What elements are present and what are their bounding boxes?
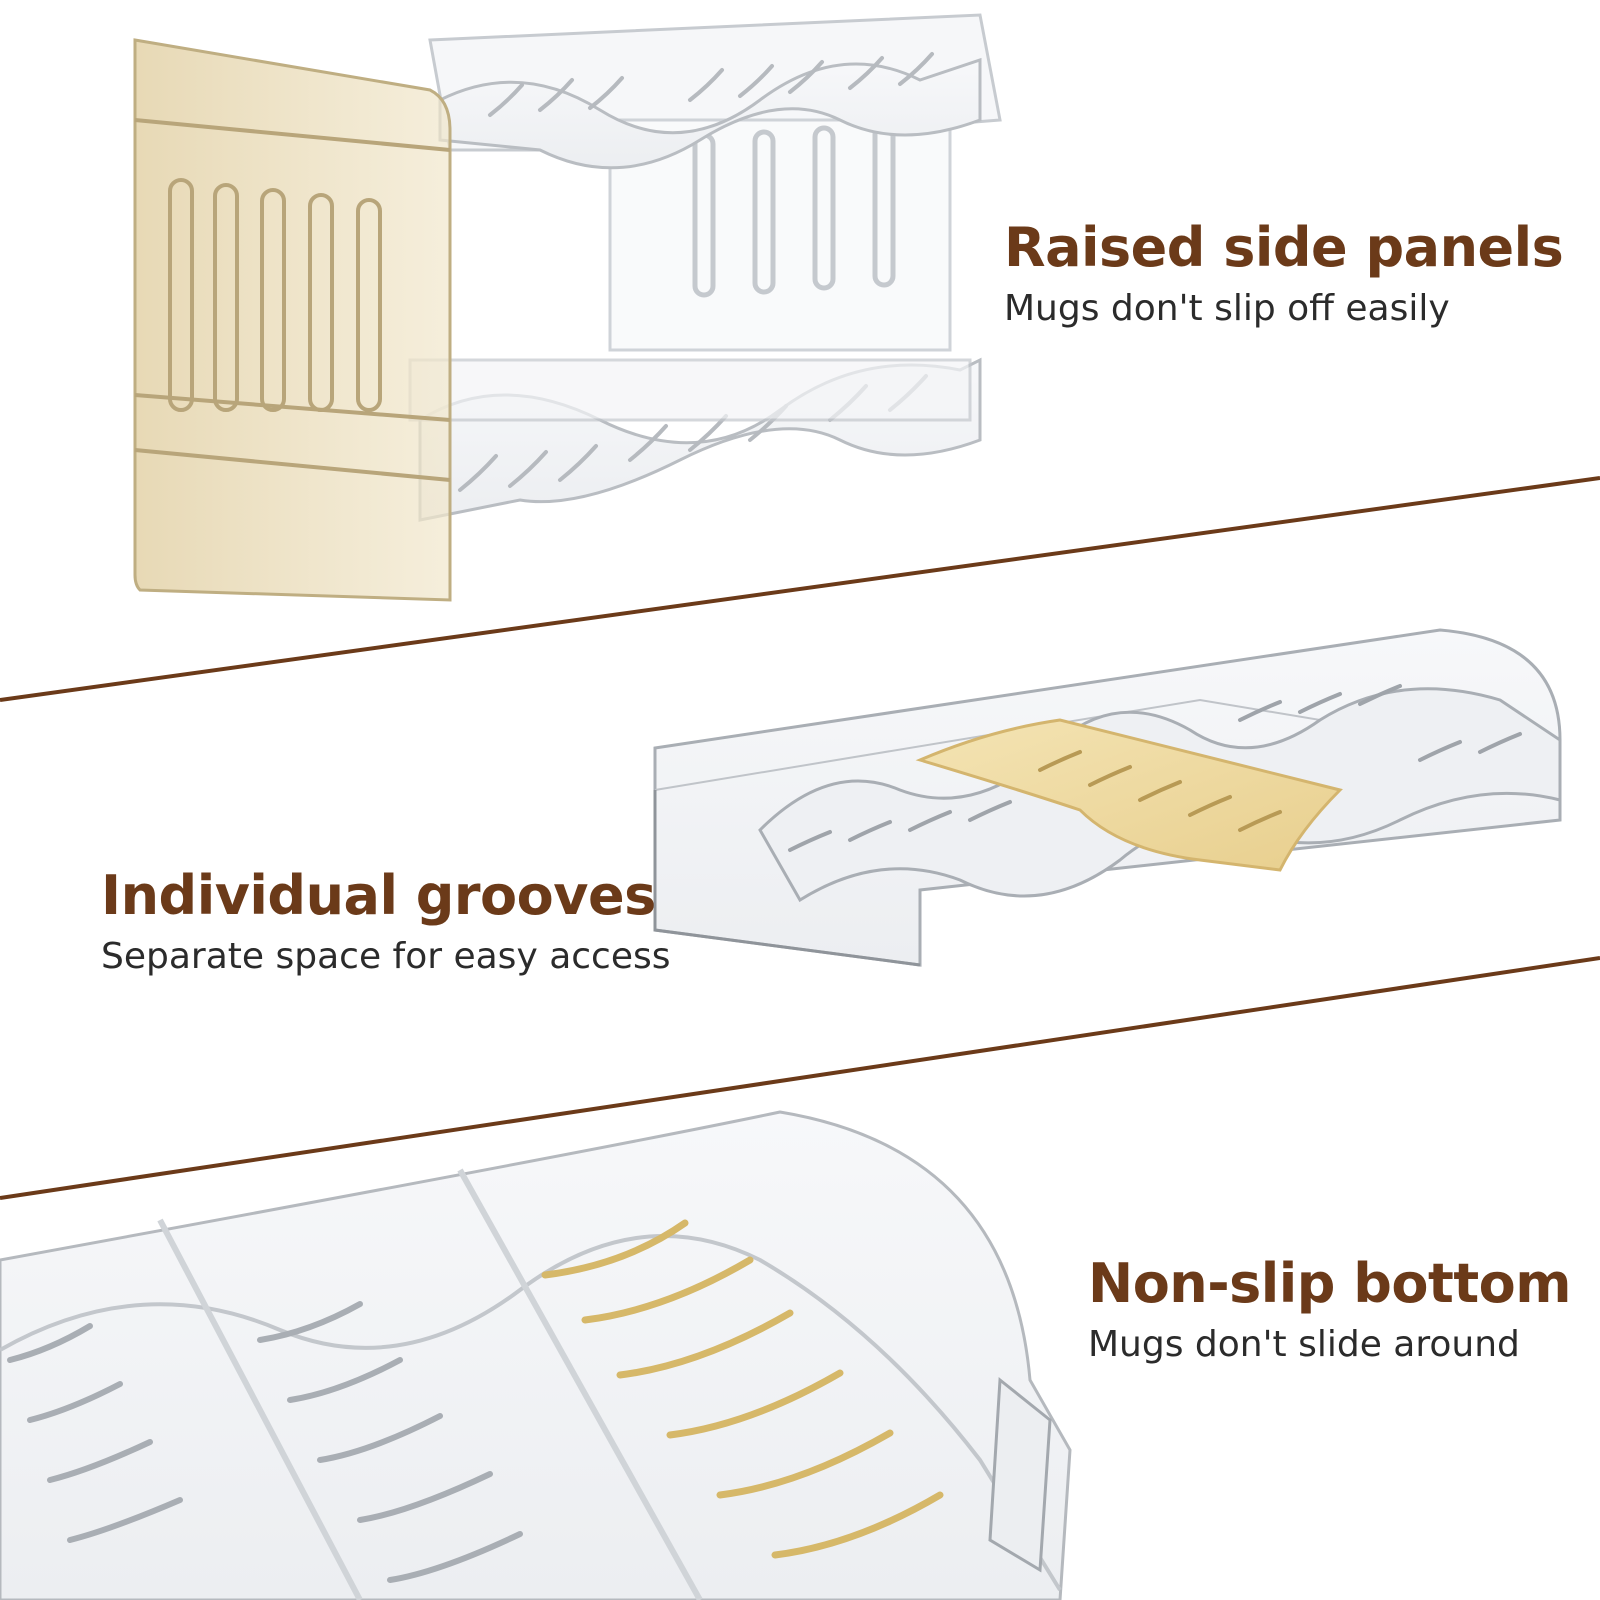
divider-line xyxy=(0,956,1600,1200)
divider-line xyxy=(0,476,1600,702)
single-tray-image xyxy=(653,628,1562,967)
feature-non-slip-bottom: Non-slip bottom Mugs don't slide around xyxy=(1088,1252,1572,1367)
feature-subtitle: Mugs don't slip off easily xyxy=(1004,288,1450,330)
feature-title: Non-slip bottom xyxy=(1088,1252,1572,1315)
feature-title: Individual grooves xyxy=(101,864,656,927)
two-tier-rack-image xyxy=(133,13,1002,602)
feature-individual-grooves: Individual grooves Separate space for ea… xyxy=(101,866,671,979)
feature-subtitle: Mugs don't slide around xyxy=(1088,1324,1520,1366)
feature-raised-side-panels: Raised side panels Mugs don't slip off e… xyxy=(1004,216,1564,331)
feature-subtitle: Separate space for easy access xyxy=(101,936,671,978)
tray-closeup-image xyxy=(0,1110,1072,1600)
feature-title: Raised side panels xyxy=(1004,216,1564,279)
